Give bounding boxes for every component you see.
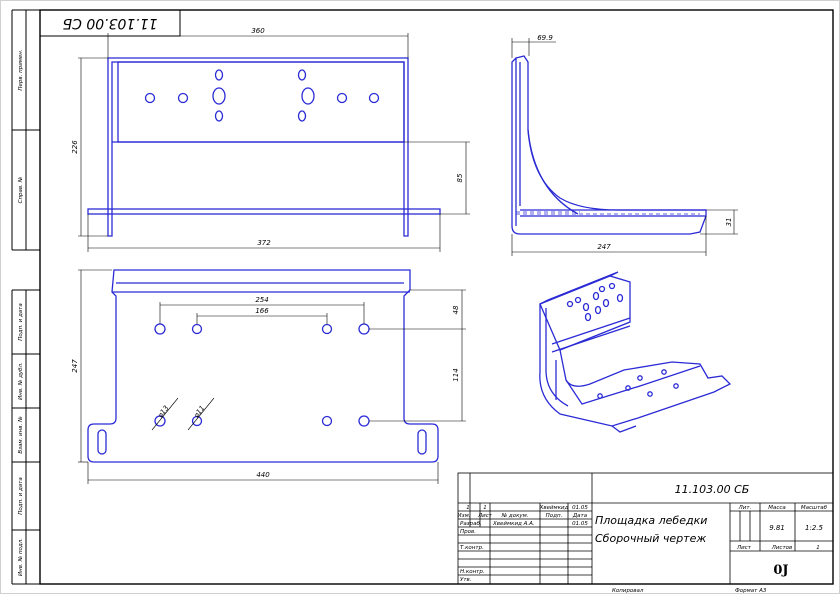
side-label-sprav: Справ. № — [18, 176, 24, 203]
dim-48: 48 — [452, 305, 460, 314]
tb-col-date: Дата — [572, 513, 588, 519]
front-view — [87, 57, 441, 237]
dim-hole-13: ⌀13 — [156, 404, 170, 419]
front-view-dims — [78, 33, 470, 252]
tb-sheets-label: Листов — [771, 545, 793, 551]
dim-166: 166 — [255, 307, 269, 315]
tb-rev-c2: 1 — [483, 505, 487, 511]
tb-col-izm: Изм. — [458, 513, 471, 519]
tb-header-scale: Масштаб — [801, 505, 828, 511]
dim-69-9: 69.9 — [537, 34, 553, 42]
tb-razrab-name: Хвеймкид А.А. — [492, 521, 535, 527]
tb-role-nkontr: Н.контр. — [460, 569, 485, 575]
isometric-view — [539, 271, 732, 433]
tb-copied: Копировал — [612, 588, 644, 594]
title-block-lines — [457, 472, 834, 585]
tb-razrab-date: 01.05 — [572, 521, 588, 527]
tb-col-list: Лист — [477, 513, 493, 519]
tb-role-razrab: Разраб. — [460, 521, 482, 527]
side-view-hidden — [516, 211, 700, 215]
top-view-dims — [78, 269, 466, 484]
tb-role-utv: Утв. — [460, 577, 472, 583]
dim-31: 31 — [725, 218, 733, 227]
top-stamp-code: 11.103.00 СБ — [62, 15, 157, 31]
side-label-perv: Перв. примен. — [18, 49, 24, 91]
side-label-podp1: Подп. и дата — [18, 303, 24, 341]
dim-360: 360 — [251, 27, 265, 35]
dim-226: 226 — [71, 140, 79, 154]
tb-sheets-count: 1 — [816, 545, 820, 551]
top-view — [87, 269, 439, 463]
tb-rev-c1: 1 — [466, 505, 470, 511]
inner-frame — [39, 9, 834, 585]
tb-sheet-label: Лист — [736, 545, 752, 551]
tb-header-mass: Масса — [768, 505, 786, 511]
side-strip — [11, 9, 40, 585]
tb-org: 0J — [773, 563, 788, 578]
tb-header-lit: Лит. — [738, 505, 752, 511]
dim-85: 85 — [456, 173, 464, 182]
tb-format: Формат А3 — [735, 588, 767, 594]
dim-440: 440 — [256, 471, 270, 479]
side-label-podp2: Подп. и дата — [18, 477, 24, 515]
tb-role-tkontr: Т.контр. — [460, 545, 484, 551]
tb-title-line2: Сборочный чертеж — [595, 532, 706, 545]
side-view-dims — [511, 38, 738, 256]
tb-col-doc: № докум. — [500, 513, 528, 519]
side-label-vzam: Взам. инв. № — [18, 416, 24, 454]
dim-247-top: 247 — [71, 359, 79, 373]
tb-title-line1: Площадка лебедки — [595, 514, 707, 527]
tb-rev-name: Хвеймкид — [539, 505, 569, 511]
dim-254: 254 — [255, 296, 268, 304]
dim-372: 372 — [257, 239, 271, 247]
tb-scale-value: 1:2.5 — [805, 524, 823, 532]
side-view — [511, 55, 707, 235]
dim-114: 114 — [452, 368, 460, 381]
dim-hole-11: ⌀11 — [192, 404, 206, 419]
side-label-podl: Инв. № подл. — [18, 538, 24, 576]
side-label-dubl: Инв. № дубл. — [18, 362, 24, 400]
tb-rev-date: 01.05 — [572, 505, 588, 511]
tb-role-prov: Пров. — [460, 529, 476, 535]
dim-247-side: 247 — [597, 243, 611, 251]
tb-code: 11.103.00 СБ — [675, 483, 750, 496]
tb-col-sign: Подп. — [546, 513, 563, 519]
tb-mass-value: 9.81 — [769, 524, 785, 532]
